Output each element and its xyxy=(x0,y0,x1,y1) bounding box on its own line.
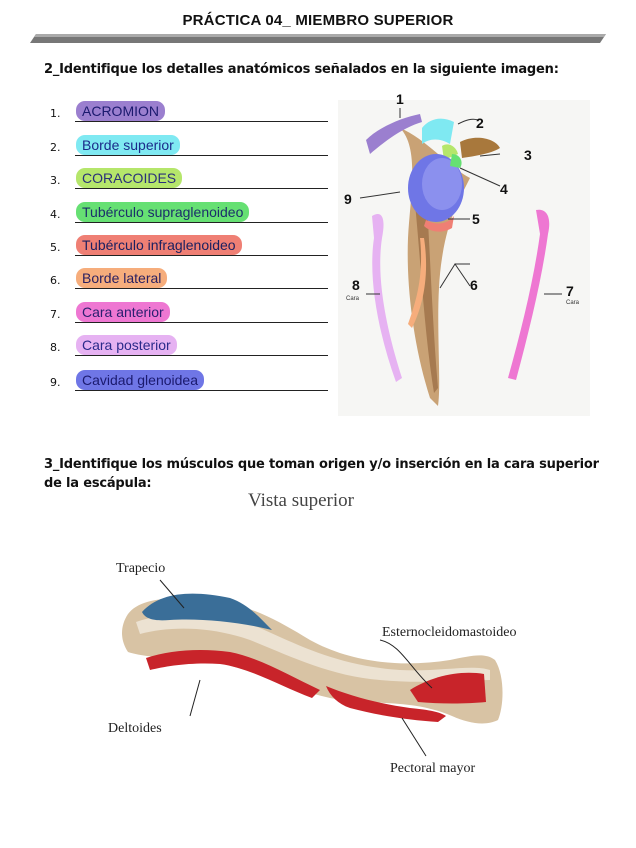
scapula-lateral-figure: 1 2 3 4 5 6 7 8 9 Cara Cara xyxy=(338,91,590,416)
answer-row-9: 9. Cavidad glenoidea xyxy=(50,370,328,393)
answer-row-8: 8. Cara posterior xyxy=(50,335,328,358)
answer-highlight-text: ACROMION xyxy=(76,101,165,121)
fig1-label-7: 7 xyxy=(566,283,574,299)
fig1-cara-right: Cara xyxy=(566,300,580,306)
fig2-label-deltoides: Deltoides xyxy=(108,721,162,736)
answer-highlight-text: Tubérculo supraglenoideo xyxy=(76,202,250,222)
fig1-label-1: 1 xyxy=(396,91,404,107)
answer-number: 5. xyxy=(50,241,61,254)
question-2: 2_Identifique los detalles anatómicos se… xyxy=(44,62,559,77)
fig1-label-6: 6 xyxy=(470,277,478,293)
page-title: PRÁCTICA 04_ MIEMBRO SUPERIOR xyxy=(182,12,454,29)
fig2-label-trapecio: Trapecio xyxy=(116,561,165,576)
answer-highlight-text: CORACOIDES xyxy=(76,168,183,188)
answer-number: 4. xyxy=(50,208,61,221)
answer-underline xyxy=(75,222,328,223)
clavicle-superior-figure: Vista superior Trapecio Esternocleidomas… xyxy=(108,490,517,776)
answer-row-5: 5. Tubérculo infraglenoideo xyxy=(50,235,328,258)
answer-number: 6. xyxy=(50,274,61,287)
answer-row-7: 7. Cara anterior xyxy=(50,302,328,325)
answer-row-6: 6. Borde lateral xyxy=(50,268,328,291)
question-3: 3_Identifique los músculos que toman ori… xyxy=(44,457,599,491)
answer-highlight-text: Cara posterior xyxy=(76,335,177,355)
answer-number: 2. xyxy=(50,141,61,154)
answer-underline xyxy=(75,322,328,323)
answer-number: 9. xyxy=(50,376,61,389)
answer-row-1: 1. ACROMION xyxy=(50,101,328,124)
answer-number: 8. xyxy=(50,341,61,354)
fig1-label-2: 2 xyxy=(476,115,484,131)
fig2-label-esternocleidomastoideo: Esternocleidomastoideo xyxy=(382,625,517,640)
fig1-label-8: 8 xyxy=(352,277,360,293)
answer-underline xyxy=(75,121,328,122)
answer-number: 1. xyxy=(50,107,61,120)
answer-underline xyxy=(75,155,328,156)
answer-underline xyxy=(75,288,328,289)
fig2-label-pectoral: Pectoral mayor xyxy=(390,761,475,776)
answer-underline xyxy=(75,390,328,391)
answer-row-4: 4. Tubérculo supraglenoideo xyxy=(50,202,328,225)
fig1-label-3: 3 xyxy=(524,147,532,163)
answer-highlight-text: Cara anterior xyxy=(76,302,170,322)
answer-highlight-text: Tubérculo infraglenoideo xyxy=(76,235,242,255)
answer-number: 3. xyxy=(50,174,61,187)
fig1-label-9: 9 xyxy=(344,191,352,207)
answer-highlight-text: Borde lateral xyxy=(76,268,168,288)
answer-highlight-text: Borde superior xyxy=(76,135,180,155)
answer-underline xyxy=(75,188,328,189)
answer-row-3: 3. CORACOIDES xyxy=(50,168,328,191)
answer-underline xyxy=(75,255,328,256)
answer-number: 7. xyxy=(50,308,61,321)
fig1-label-5: 5 xyxy=(472,211,480,227)
fig2-title: Vista superior xyxy=(248,490,355,511)
fig1-cara-left: Cara xyxy=(346,296,360,302)
answer-row-2: 2. Borde superior xyxy=(50,135,328,158)
answer-underline xyxy=(75,355,328,356)
title-underline-bar xyxy=(30,34,606,43)
answer-highlight-text: Cavidad glenoidea xyxy=(76,370,204,390)
fig1-label-4: 4 xyxy=(500,181,508,197)
